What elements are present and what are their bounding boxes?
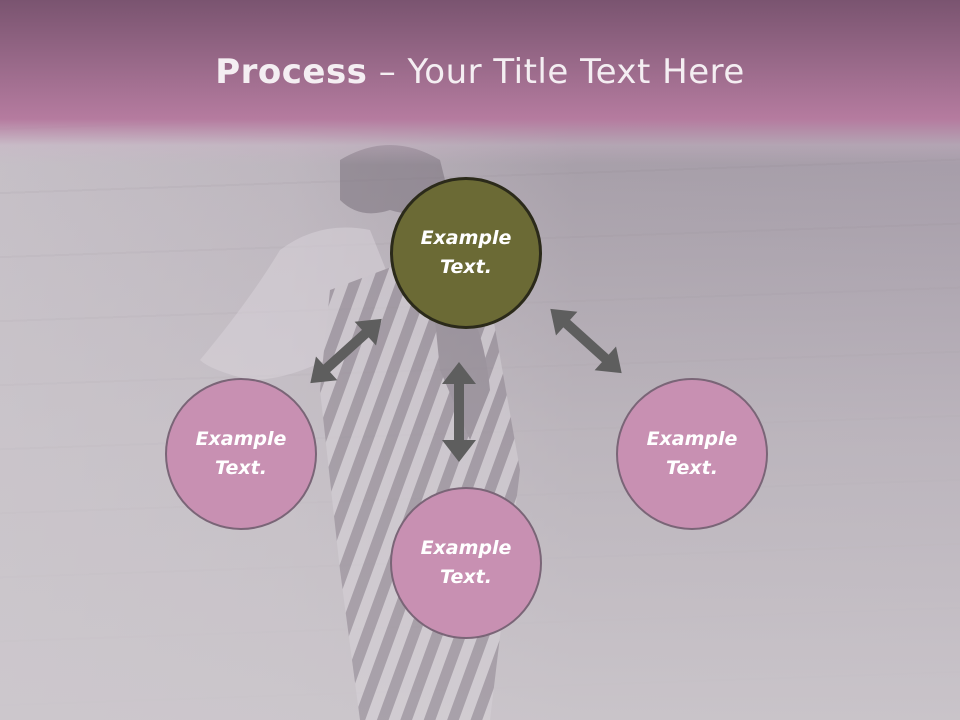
process-node-right[interactable]: Example Text. — [616, 378, 768, 530]
process-node-left[interactable]: Example Text. — [165, 378, 317, 530]
process-node-center[interactable]: Example Text. — [390, 177, 542, 329]
slide-title: Process – Your Title Text Here — [0, 52, 960, 92]
title-rest: – Your Title Text Here — [367, 52, 745, 92]
node-left-label: Example Text. — [195, 428, 287, 479]
header-band — [0, 0, 960, 165]
title-bold: Process — [215, 52, 368, 92]
node-center-label: Example Text. — [420, 227, 512, 278]
arrow-center-right — [550, 308, 622, 374]
arrow-center-bottom — [442, 362, 476, 462]
arrow-center-left — [310, 318, 382, 384]
process-node-bottom[interactable]: Example Text. — [390, 487, 542, 639]
node-bottom-label: Example Text. — [420, 537, 512, 588]
node-right-label: Example Text. — [646, 428, 738, 479]
